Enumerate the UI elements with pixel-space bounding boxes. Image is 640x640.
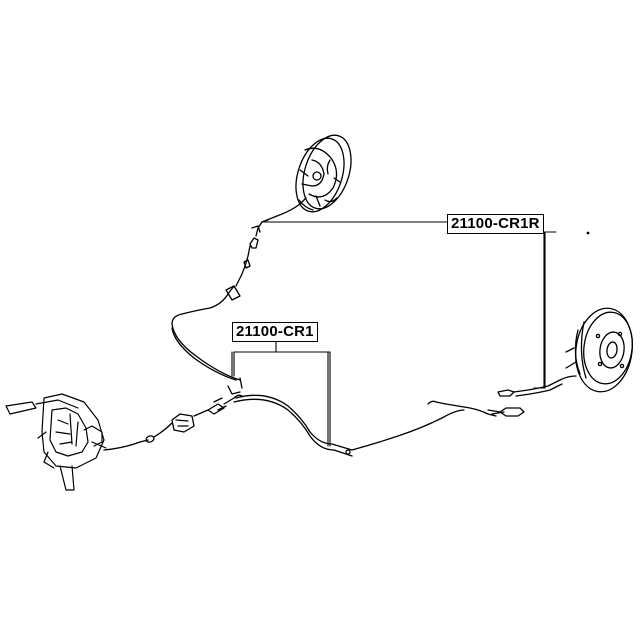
part-number-front-cable: 21100-CR1 bbox=[232, 322, 318, 342]
right-branch-cable bbox=[497, 375, 577, 397]
front-brake-cable bbox=[103, 377, 243, 451]
rear-brake-cable bbox=[233, 394, 525, 457]
upper-brake-cable bbox=[171, 197, 307, 381]
left-rear-brake-drum bbox=[295, 134, 352, 213]
callout-leaders bbox=[231, 221, 557, 447]
stray-dot bbox=[586, 231, 590, 235]
right-rear-brake-drum bbox=[565, 307, 633, 393]
part-number-right-cable: 21100-CR1R bbox=[447, 214, 544, 234]
parking-brake-lever bbox=[5, 393, 107, 491]
